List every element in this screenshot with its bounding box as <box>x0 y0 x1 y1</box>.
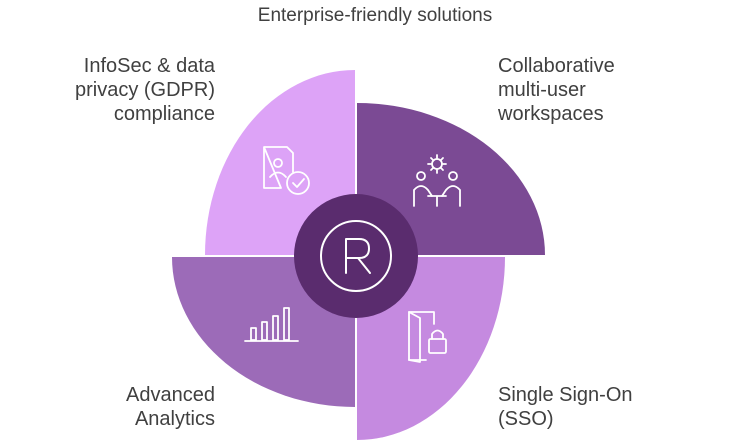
collaboration-icon <box>413 154 461 207</box>
document-check-icon <box>263 146 310 195</box>
center-circle <box>294 194 418 318</box>
r-logo-icon <box>320 220 392 292</box>
label-collaborative-workspaces: Collaborative multi-user workspaces <box>498 55 615 125</box>
label-infosec-compliance: InfoSec & data privacy (GDPR) compliance <box>74 55 215 125</box>
door-lock-icon <box>408 311 447 363</box>
bar-chart-icon <box>244 307 299 342</box>
diagram-title: Enterprise-friendly solutions <box>257 5 493 26</box>
label-single-sign-on: Single Sign-On (SSO) <box>498 384 633 430</box>
label-advanced-analytics: Advanced Analytics <box>126 384 215 430</box>
